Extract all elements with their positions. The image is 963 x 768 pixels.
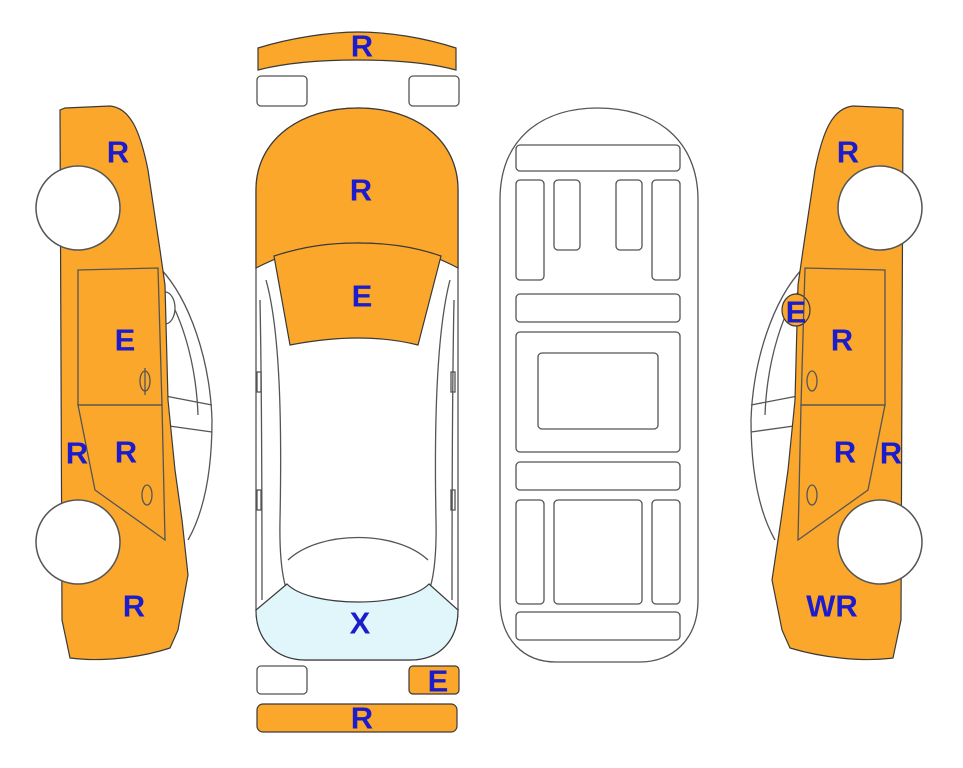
right-front-door-handle <box>806 370 818 392</box>
rear-right-lamp-code: E <box>428 664 449 699</box>
hood-code: R <box>350 173 372 208</box>
left-front-door-handle <box>139 370 151 392</box>
left-front-wheel <box>35 165 121 251</box>
top-view: R R E X E R <box>255 29 460 736</box>
right-rear-wheel <box>837 499 923 585</box>
underbody-view <box>499 107 699 663</box>
left-side-view: R E R R R <box>35 105 213 661</box>
left-rocker-code: R <box>66 436 88 471</box>
rear-bumper[interactable] <box>256 703 458 733</box>
rear-window[interactable] <box>255 583 459 661</box>
left-rear-wheel <box>35 499 121 585</box>
left-rear-door-handle <box>141 484 153 506</box>
rear-left-lamp[interactable] <box>256 665 308 695</box>
right-rear-door-code: R <box>834 435 856 470</box>
rear-right-lamp[interactable] <box>408 665 460 695</box>
rear-window-code: X <box>350 606 371 641</box>
left-mirror-top <box>256 371 262 393</box>
right-mirror-top <box>450 371 456 393</box>
right-front-fender-code: R <box>837 135 859 170</box>
left-front-fender-code: R <box>107 135 129 170</box>
right-front-wheel <box>837 165 923 251</box>
windshield-area[interactable] <box>273 242 442 346</box>
front-bumper[interactable] <box>257 31 457 71</box>
front-bumper-code: R <box>351 29 373 64</box>
left-handle-top <box>256 489 262 511</box>
windshield-code: E <box>352 279 373 314</box>
right-rear-quarter-code: WR <box>806 589 858 624</box>
right-rocker-code: R <box>880 436 902 471</box>
right-side-view: R E R R R WR <box>750 105 923 661</box>
right-mirror-code: E <box>786 295 807 330</box>
right-front-door-code: R <box>831 323 853 358</box>
left-rear-door-code: R <box>115 435 137 470</box>
front-right-headlight[interactable] <box>408 75 460 107</box>
rear-bumper-code: R <box>351 701 373 736</box>
right-rear-door-handle <box>806 484 818 506</box>
left-front-door-code: E <box>115 323 136 358</box>
front-left-headlight[interactable] <box>256 75 308 107</box>
right-handle-top <box>450 489 456 511</box>
left-rear-quarter-code: R <box>123 589 145 624</box>
